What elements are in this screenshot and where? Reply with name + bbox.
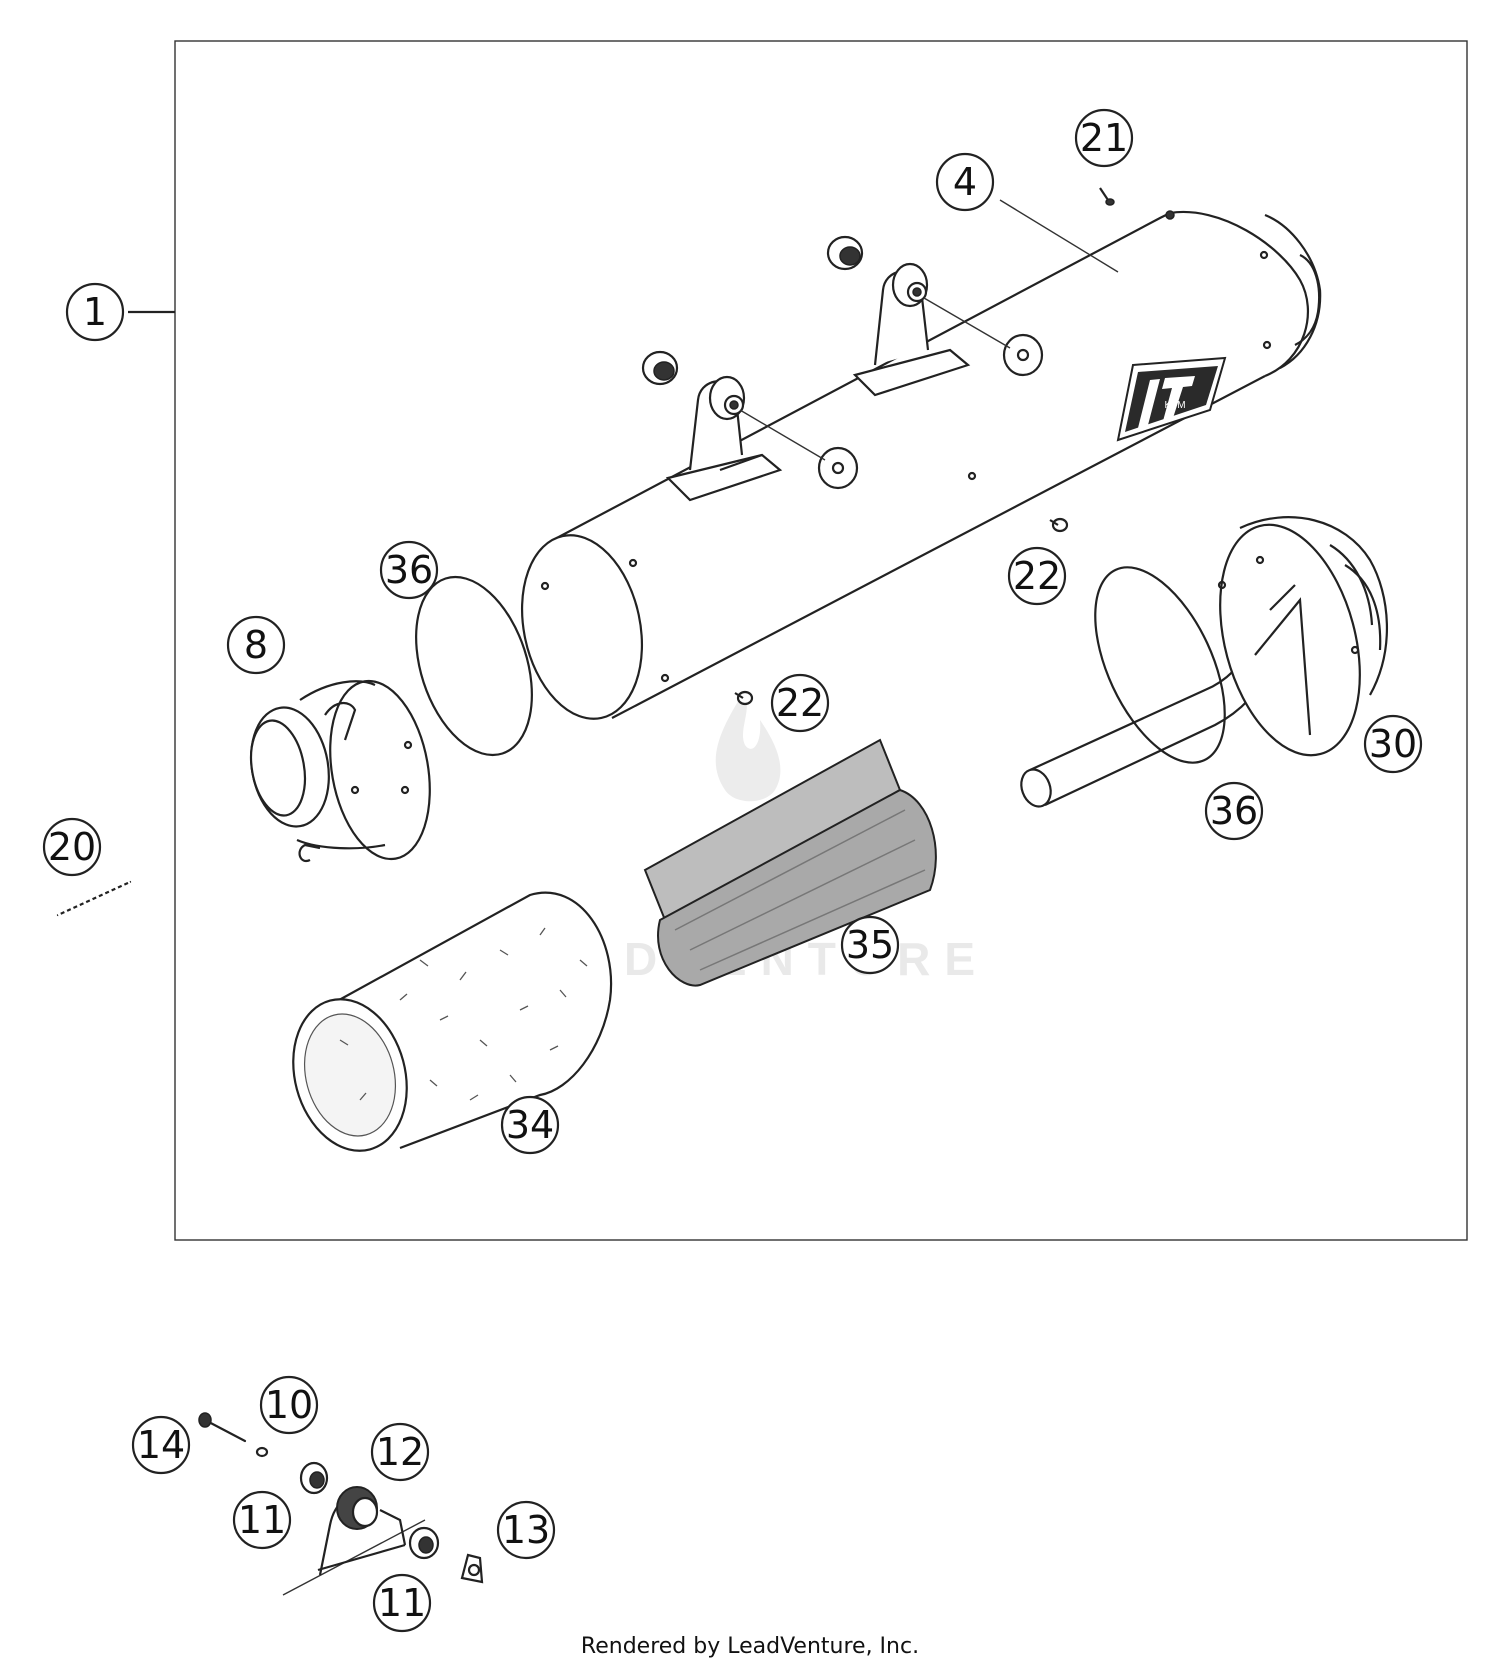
- callout-number: 13: [502, 1508, 550, 1552]
- end-cap-30: [1020, 516, 1389, 808]
- packing-34: [292, 891, 613, 1152]
- mount-bracket-front: [665, 375, 783, 502]
- mount-bracket-rear: [852, 262, 971, 397]
- callout-number: 12: [376, 1430, 424, 1474]
- muffler-body: KTM: [520, 210, 1322, 720]
- callout-number: 22: [1013, 554, 1061, 598]
- grommet-12-icon: [336, 1486, 379, 1530]
- callout-circle: [500, 1095, 560, 1155]
- callout-number: 34: [506, 1103, 554, 1147]
- clip-13-icon: [460, 1553, 484, 1584]
- callout-circle: [1363, 714, 1423, 774]
- callout-11a: 11: [232, 1490, 292, 1550]
- callout-12: 12: [370, 1422, 430, 1482]
- ktm-logo: KTM: [1116, 356, 1227, 442]
- callout-number: 35: [846, 923, 894, 967]
- screw-22-upper-icon: [1049, 517, 1069, 533]
- callout-11b: 11: [372, 1573, 432, 1633]
- rivet-21-icon: [1099, 187, 1115, 206]
- callout-35: 35: [840, 915, 900, 975]
- washer-11-upper-icon: [299, 1461, 329, 1495]
- callout-circle: [840, 915, 900, 975]
- callout-number: 14: [137, 1423, 185, 1467]
- callout-number: 22: [776, 681, 824, 725]
- callout-36b: 36: [1204, 781, 1264, 841]
- callout-circle: [496, 1500, 556, 1560]
- callout-1: 1: [65, 282, 125, 342]
- gasket-36-right: [1094, 566, 1226, 764]
- callout-circle: [1204, 781, 1264, 841]
- callout-circle: [65, 282, 125, 342]
- screw-22-lower-icon: [734, 690, 754, 706]
- callout-circle: [42, 817, 102, 877]
- callout-4: 4: [935, 152, 995, 212]
- washer-11-lower-icon: [408, 1526, 440, 1560]
- callout-circle: [226, 615, 286, 675]
- callout-circle: [372, 1573, 432, 1633]
- callout-34: 34: [500, 1095, 560, 1155]
- callout-circle: [232, 1490, 292, 1550]
- callout-circle: [770, 673, 830, 733]
- grommets: [641, 235, 1044, 490]
- callout-number: 11: [378, 1581, 426, 1625]
- callout-number: 11: [238, 1498, 286, 1542]
- callout-10: 10: [259, 1375, 319, 1435]
- callout-30: 30: [1363, 714, 1423, 774]
- callout-number: 21: [1080, 116, 1128, 160]
- bolt-14-icon: [198, 1412, 247, 1443]
- callout-circle: [370, 1422, 430, 1482]
- spring-20-icon: [56, 880, 132, 917]
- callout-circle: [935, 152, 995, 212]
- callout-number: 30: [1369, 722, 1417, 766]
- end-cap-8: [249, 679, 431, 863]
- callout-number: 36: [385, 548, 433, 592]
- callout-14: 14: [131, 1415, 191, 1475]
- bracket-detail: [198, 1412, 484, 1596]
- assembly-frame: [128, 40, 1468, 1241]
- callout-36a: 36: [379, 540, 439, 600]
- callout-circle: [1007, 546, 1067, 606]
- callout-circle: [1074, 108, 1134, 168]
- callout-number: 10: [265, 1383, 313, 1427]
- callout-number: 36: [1210, 789, 1258, 833]
- footer-text: Rendered by LeadVenture, Inc.: [581, 1634, 919, 1659]
- callout-circle: [259, 1375, 319, 1435]
- callout-22b: 22: [770, 673, 830, 733]
- mesh-wrap-35: [643, 738, 937, 987]
- callout-22a: 22: [1007, 546, 1067, 606]
- leader-lines: [999, 199, 1119, 273]
- callout-number: 20: [48, 825, 96, 869]
- callout-20: 20: [42, 817, 102, 877]
- washer-10-icon: [255, 1446, 269, 1458]
- callout-number: 1: [83, 290, 107, 334]
- callout-13: 13: [496, 1500, 556, 1560]
- callout-circle: [379, 540, 439, 600]
- callout-8: 8: [226, 615, 286, 675]
- watermark-flame-icon: [715, 690, 781, 802]
- ktm-logo-text: KTM: [1164, 400, 1185, 411]
- gasket-36-left: [415, 575, 533, 757]
- callout-number: 8: [244, 623, 268, 667]
- callout-number: 4: [953, 160, 977, 204]
- callout-21: 21: [1074, 108, 1134, 168]
- callout-circle: [131, 1415, 191, 1475]
